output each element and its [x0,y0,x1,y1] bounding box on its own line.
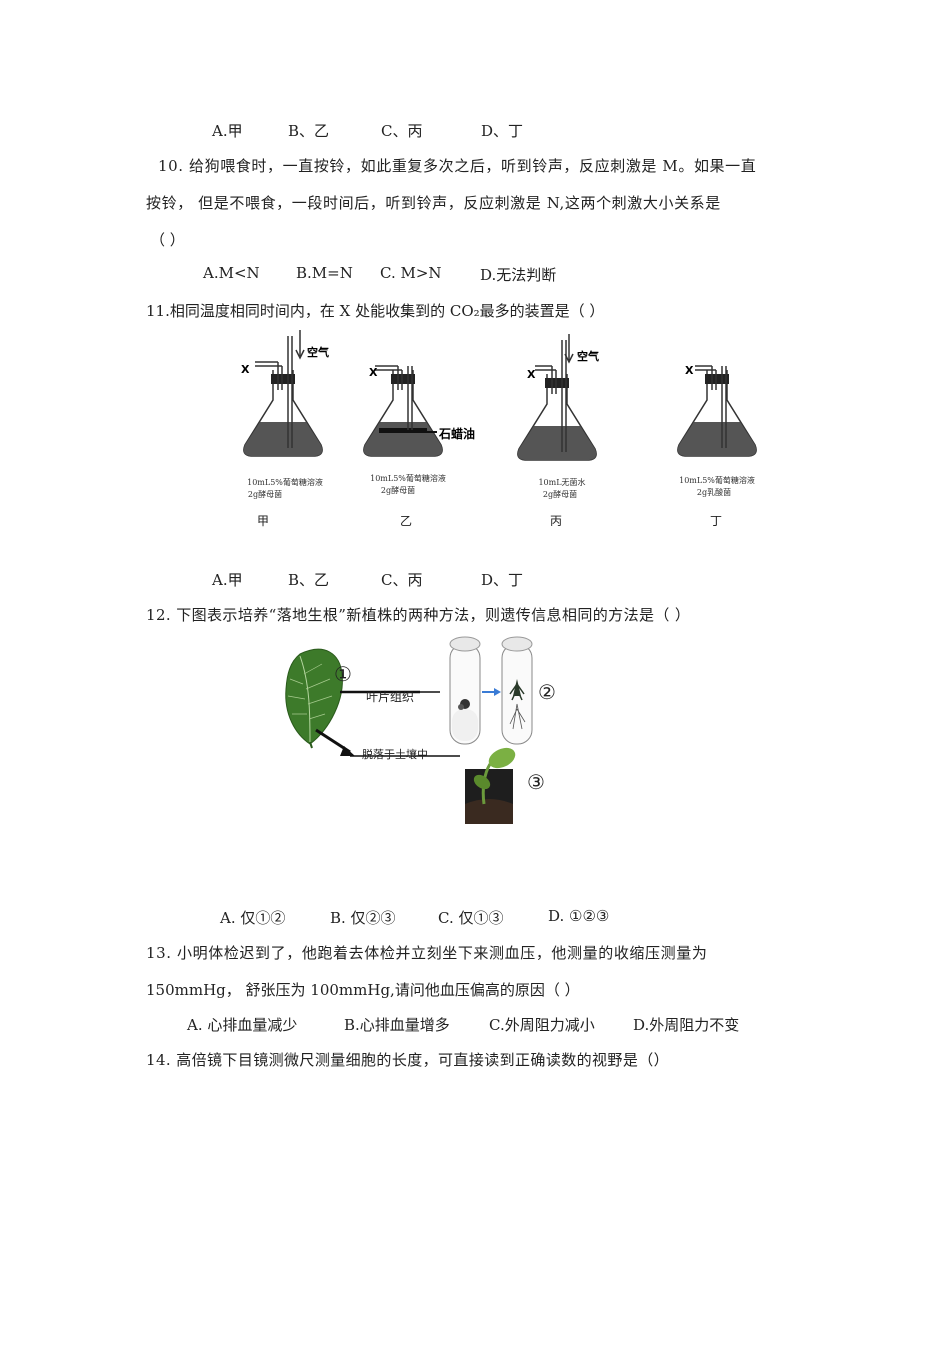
leaf-image [285,648,343,749]
test-tube-2 [501,636,533,745]
q9-option-d: D、丁 [481,122,524,140]
q10-option-c: C. M>N [380,264,442,282]
flask-jia-caption1: 10mL5%葡萄糖溶液 [247,478,323,487]
flask-ding-name: 丁 [710,514,723,528]
label-soil: 脱落于土壤中 [362,748,428,761]
test-tube-1 [449,636,481,745]
q10-option-a: A.M<N [203,264,260,282]
q10-option-b: B.M=N [296,264,353,282]
q9-option-b: B、乙 [288,122,330,140]
air-label: 空气 [307,345,329,359]
q13-option-d: D.外周阻力不变 [633,1016,740,1034]
q13-option-c: C.外周阻力减小 [489,1016,595,1034]
q13-option-b: B.心排血量增多 [344,1016,450,1034]
q12-plant-figure [285,636,533,824]
q12-option-a: A. 仅①② [220,909,286,927]
q12-stem: 12. 下图表示培养“落地生根”新植株的两种方法，则遗传信息相同的方法是（ ） [146,606,691,624]
flask-jia-caption2: 2g酵母菌 [247,490,283,499]
air-label: 空气 [577,349,599,363]
flask-yi-name: 乙 [400,514,413,528]
q10-line1: 10. 给狗喂食时，一直按铃，如此重复多次之后，听到铃声，反应刺激是 M。如果一… [158,157,757,175]
q9-option-a: A.甲 [212,122,243,140]
q11-option-a: A.甲 [212,571,243,589]
paraffin-label: 石蜡油 [438,426,475,441]
x-label: X [685,364,694,377]
q11-flask-figure: X 空气 X 石蜡油 X 空气 X [241,330,757,461]
flask-jia-name: 甲 [257,514,270,528]
q12-option-b: B. 仅②③ [330,909,396,927]
q11-option-c: C、丙 [381,571,423,589]
x-label: X [369,366,378,379]
mark-3: ③ [527,770,545,794]
flask-jia: X 空气 [241,330,329,457]
q13-option-a: A. 心排血量减少 [187,1016,298,1034]
label-leaf-tissue: 叶片组织 [366,690,415,704]
q9-option-c: C、丙 [381,122,423,140]
flask-ding-caption2: 2g乳酸菌 [696,488,732,497]
flask-yi: X 石蜡油 [363,365,475,457]
x-label: X [241,363,250,376]
q13-line1: 13. 小明体检迟到了，他跑着去体检并立刻坐下来测血压，他测量的收缩压测量为 [146,944,708,962]
q10-line2: 按铃， 但是不喂食，一段时间后，听到铃声，反应刺激是 N,这两个刺激大小关系是 [146,194,721,212]
flask-yi-caption1: 10mL5%葡萄糖溶液 [370,474,446,483]
q11-option-d: D、丁 [481,571,524,589]
q14-stem: 14. 高倍镜下目镜测微尺测量细胞的长度，可直接读到正确读数的视野是（） [146,1051,670,1069]
seedling-image [465,747,516,824]
flask-yi-caption2: 2g酵母菌 [380,486,416,495]
q12-option-d: D. ①②③ [548,907,610,925]
q13-line2: 150mmHg， 舒张压为 100mmHg,请问他血压偏高的原因（ ） [146,981,580,999]
flask-bing: X 空气 [517,334,599,461]
flask-ding-caption1: 10mL5%葡萄糖溶液 [679,476,755,485]
q12-option-c: C. 仅①③ [438,909,504,927]
q10-option-d: D.无法判断 [480,266,557,284]
x-label: X [527,368,536,381]
q10-line3: （ ） [150,231,185,249]
mark-2: ② [538,680,556,704]
flask-ding: X [677,364,757,457]
flask-bing-name: 丙 [550,514,563,528]
q11-stem: 11.相同温度相同时间内，在 X 处能收集到的 CO₂最多的装置是（ ） [146,302,605,320]
q11-option-b: B、乙 [288,571,330,589]
flask-bing-caption2: 2g酵母菌 [542,490,578,499]
mark-1: ① [334,662,352,686]
flask-bing-caption1: 10mL无菌水 [538,478,586,487]
